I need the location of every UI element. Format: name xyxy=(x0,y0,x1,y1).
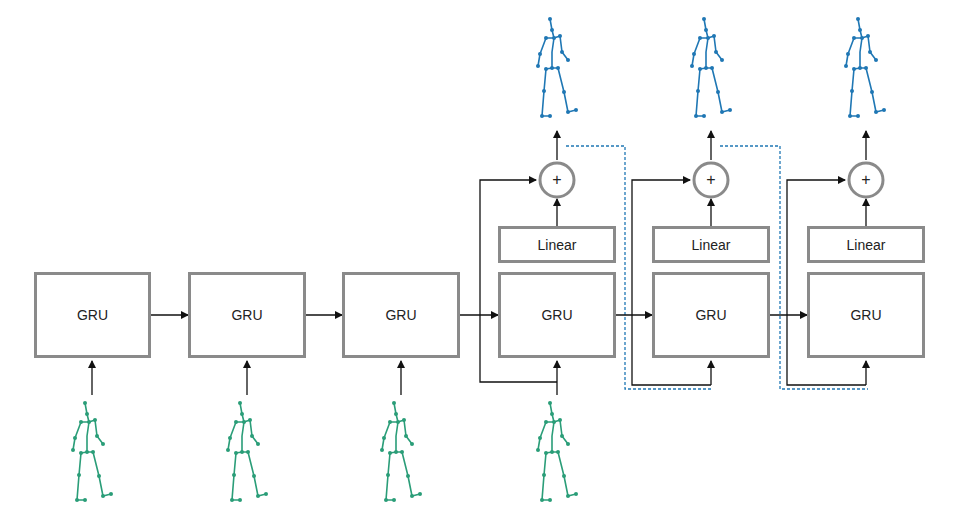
add-node: + xyxy=(847,161,885,199)
input-arrow xyxy=(92,361,866,395)
connector-arrow xyxy=(460,314,498,315)
node-label: + xyxy=(552,171,561,189)
node-label: GRU xyxy=(231,307,262,323)
node-label: GRU xyxy=(695,307,726,323)
connector-arrow xyxy=(151,314,188,315)
linear-layer: Linear xyxy=(652,226,770,263)
gru-cell: GRU xyxy=(652,272,770,358)
connector-arrow xyxy=(770,314,807,315)
node-label: Linear xyxy=(847,237,886,253)
gru-cell: GRU xyxy=(807,272,925,358)
gru-cell: GRU xyxy=(342,272,460,358)
linear-layer: Linear xyxy=(807,226,925,263)
connector-arrow xyxy=(865,199,866,226)
node-label: + xyxy=(861,171,870,189)
gru-cell: GRU xyxy=(188,272,306,358)
node-label: Linear xyxy=(538,237,577,253)
node-label: GRU xyxy=(850,307,881,323)
connector-arrow xyxy=(616,314,652,315)
node-label: GRU xyxy=(77,307,108,323)
connector-arrow xyxy=(710,199,711,226)
gru-cell: GRU xyxy=(34,272,151,358)
node-label: + xyxy=(706,171,715,189)
node-label: Linear xyxy=(692,237,731,253)
connector-arrow xyxy=(556,199,557,226)
linear-layer: Linear xyxy=(498,226,616,263)
output-pose xyxy=(536,17,886,118)
node-label: GRU xyxy=(541,307,572,323)
node-label: GRU xyxy=(385,307,416,323)
add-node: + xyxy=(538,161,576,199)
connector-arrow xyxy=(306,314,342,315)
add-node: + xyxy=(692,161,730,199)
gru-cell: GRU xyxy=(498,272,616,358)
input-pose xyxy=(71,401,578,502)
